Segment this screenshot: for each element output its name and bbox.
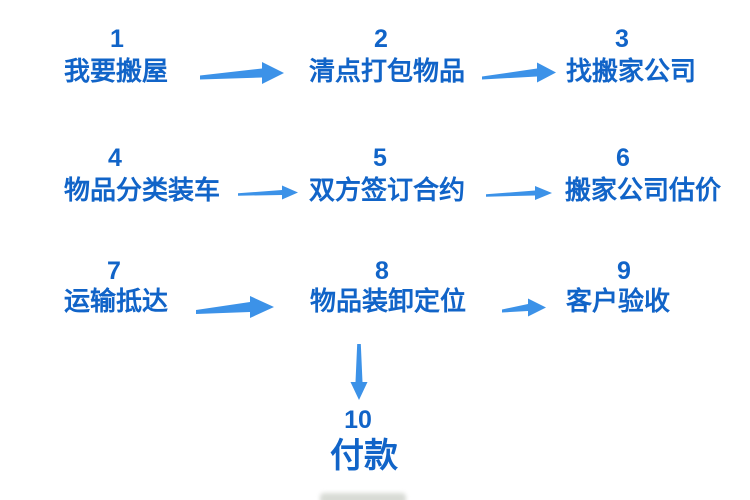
arrow-7-8 [196, 296, 274, 318]
arrow-8-9 [502, 298, 546, 317]
arrow-5-6 [486, 186, 552, 200]
step-number-9: 9 [617, 257, 631, 285]
step-label-10: 付款 [330, 437, 398, 475]
step-number-1: 1 [110, 25, 124, 53]
step-label-8: 物品装卸定位 [310, 286, 467, 316]
step-label-9: 客户验收 [566, 286, 671, 316]
bottom-cutoff-artifact [320, 493, 406, 500]
arrow-4-5 [238, 185, 298, 200]
step-label-7: 运输抵达 [64, 286, 169, 316]
step-number-2: 2 [374, 25, 388, 53]
step-label-1: 我要搬屋 [64, 56, 169, 86]
arrow-8-10 [350, 344, 368, 400]
step-label-4: 物品分类装车 [64, 175, 221, 205]
step-label-6: 搬家公司估价 [565, 175, 722, 205]
step-number-7: 7 [107, 257, 121, 285]
step-label-3: 找搬家公司 [566, 56, 697, 86]
step-label-2: 清点打包物品 [309, 56, 466, 86]
step-number-5: 5 [373, 144, 387, 172]
arrow-1-2 [200, 62, 284, 84]
step-number-3: 3 [615, 25, 629, 53]
step-number-4: 4 [108, 144, 122, 172]
step-number-10: 10 [344, 406, 372, 434]
step-number-8: 8 [375, 257, 389, 285]
step-label-5: 双方签订合约 [309, 175, 466, 205]
arrow-2-3 [482, 62, 556, 83]
step-number-6: 6 [616, 144, 630, 172]
